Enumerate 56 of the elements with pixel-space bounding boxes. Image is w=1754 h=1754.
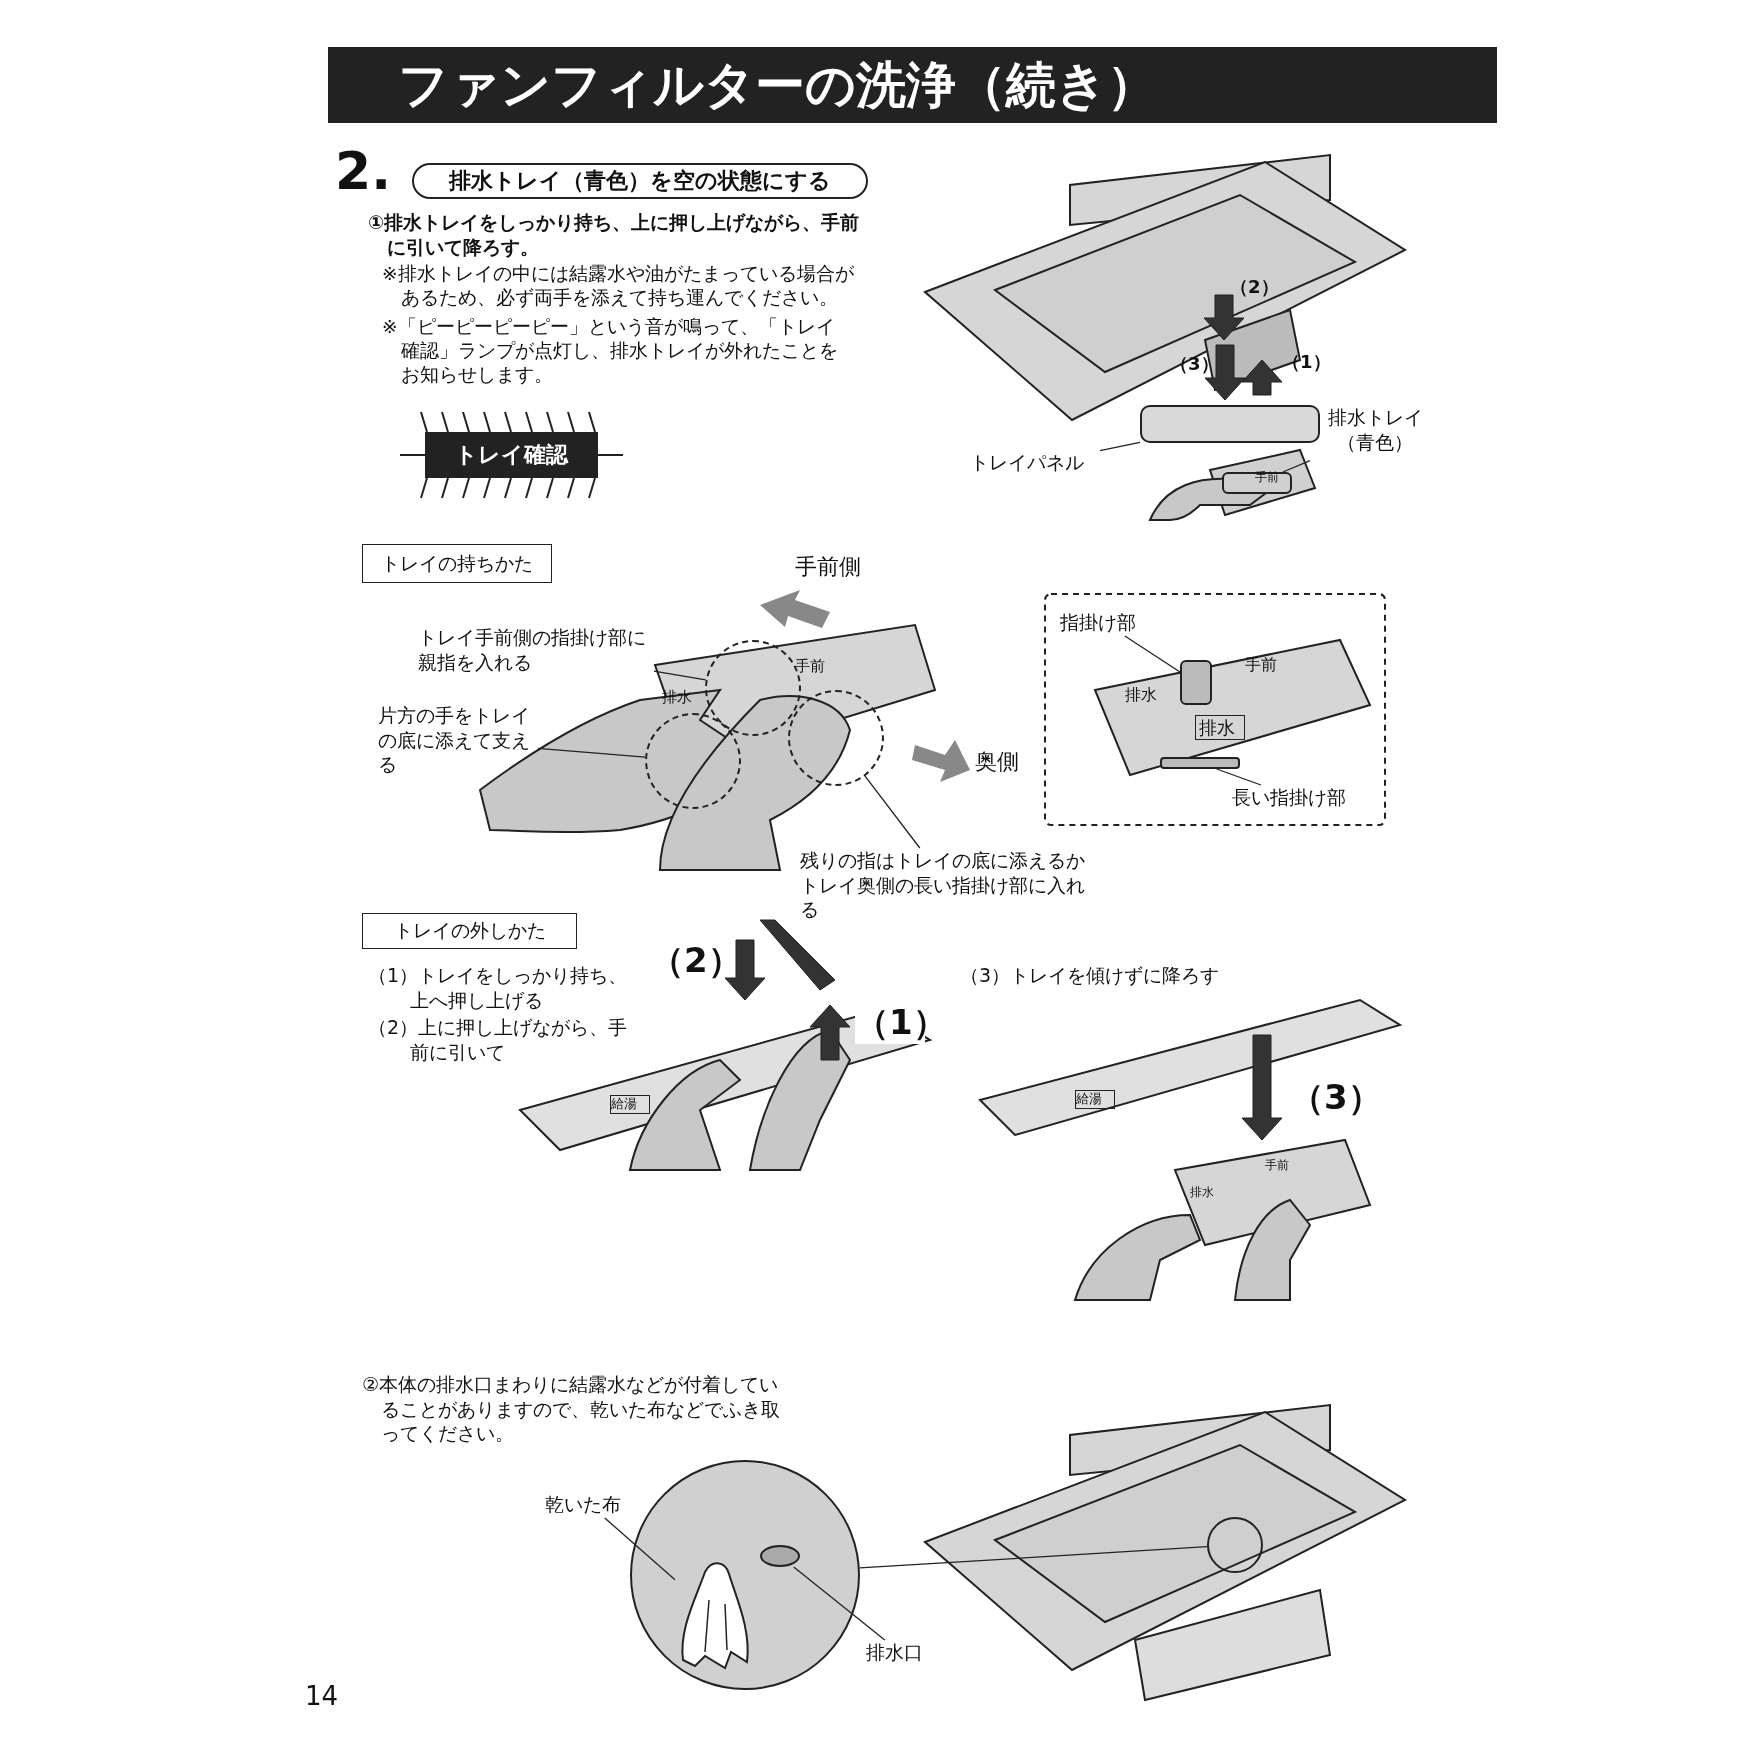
instruction-text: （3）トレイを傾けずに降ろす (960, 963, 1221, 988)
zoom-line (859, 1546, 1208, 1569)
leader-line (793, 1566, 886, 1641)
step-marker: （3） (1290, 1076, 1360, 1119)
leader-line (537, 747, 646, 758)
lamp-indicator: トレイ確認 (425, 432, 598, 478)
drain-tray (1222, 472, 1292, 494)
callout-label: トレイ手前側の指掛け部に親指を入れる (418, 625, 654, 677)
leader-line (1124, 635, 1181, 673)
zoom-circle (1207, 1517, 1263, 1573)
drain-outlet (760, 1545, 800, 1567)
step-marker: （2） (650, 939, 720, 982)
section-heading: トレイの外しかた (362, 913, 577, 949)
leader-line (1216, 768, 1262, 786)
highlight-circle (645, 713, 741, 809)
tray-panel (1140, 405, 1320, 443)
callout-label: 片方の手をトレイの底に添えて支える (378, 703, 538, 781)
step-marker: （2） (1230, 275, 1280, 299)
leader-line (604, 1517, 676, 1581)
tray-marking: 手前 (795, 657, 826, 677)
step-marker: （3） (1170, 352, 1220, 376)
tray-marking: 手前 (1265, 1158, 1290, 1174)
tray-marking: 排水 (1190, 1185, 1215, 1201)
direction-label: 手前側 (795, 553, 862, 581)
instruction-text: ①排水トレイをしっかり持ち、上に押し上げながら、手前に引いて降ろす。 (368, 210, 861, 260)
step-heading: 排水トレイ（青色）を空の状態にする (412, 163, 868, 199)
instruction-text: （2）上に押し上げながら、手前に引いて (368, 1015, 629, 1065)
leader-line (1099, 441, 1141, 452)
step-number: 2. (335, 145, 392, 197)
callout-label: 排水トレイ（青色） (1310, 405, 1440, 461)
tray-marking: 給湯 (610, 1095, 650, 1114)
note-text: ※排水トレイの中には結露水や油がたまっている場合があるため、必ず両手を添えて持ち運んでください。 (382, 262, 855, 311)
callout-label: 指掛け部 (1060, 610, 1150, 636)
callout-label: 排水口 (866, 1640, 936, 1666)
tray-marking: 手前 (1245, 655, 1278, 676)
tray-marking: 排水 (1195, 715, 1245, 741)
page-number: 14 (305, 1680, 340, 1713)
tray-marking: 手前 (1255, 470, 1280, 486)
direction-label: 奥側 (975, 748, 1020, 776)
title-bar: ファンフィルターの洗浄（続き） (328, 47, 1497, 123)
callout-label: 残りの指はトレイの底に添えるかトレイ奥側の長い指掛け部に入れる (800, 848, 1096, 923)
callout-label: 長い指掛け部 (1232, 785, 1362, 811)
instruction-text: （1）トレイをしっかり持ち、上へ押し上げる (368, 963, 629, 1013)
leader-line (864, 775, 921, 849)
callout-label: トレイパネル (970, 450, 1100, 478)
finger-grip (1180, 660, 1212, 705)
tray-marking: 排水 (1125, 685, 1158, 706)
section-heading: トレイの持ちかた (362, 544, 552, 583)
long-finger-grip (1160, 757, 1240, 769)
tray-marking: 給湯 (1075, 1090, 1115, 1109)
callout-label: 乾いた布 (545, 1492, 635, 1518)
note-text: ※「ピーピーピーピー」という音が鳴って、「トレイ確認」ランプが点灯し、排水トレイが外れたことをお知らせします。 (382, 315, 839, 388)
highlight-circle (788, 690, 884, 786)
step-marker: （1） (1282, 350, 1332, 374)
leader-line (1282, 459, 1311, 473)
instruction-text: ②本体の排水口まわりに結露水などが付着していることがありますので、乾いた布などでふき取ってください。 (362, 1372, 781, 1447)
